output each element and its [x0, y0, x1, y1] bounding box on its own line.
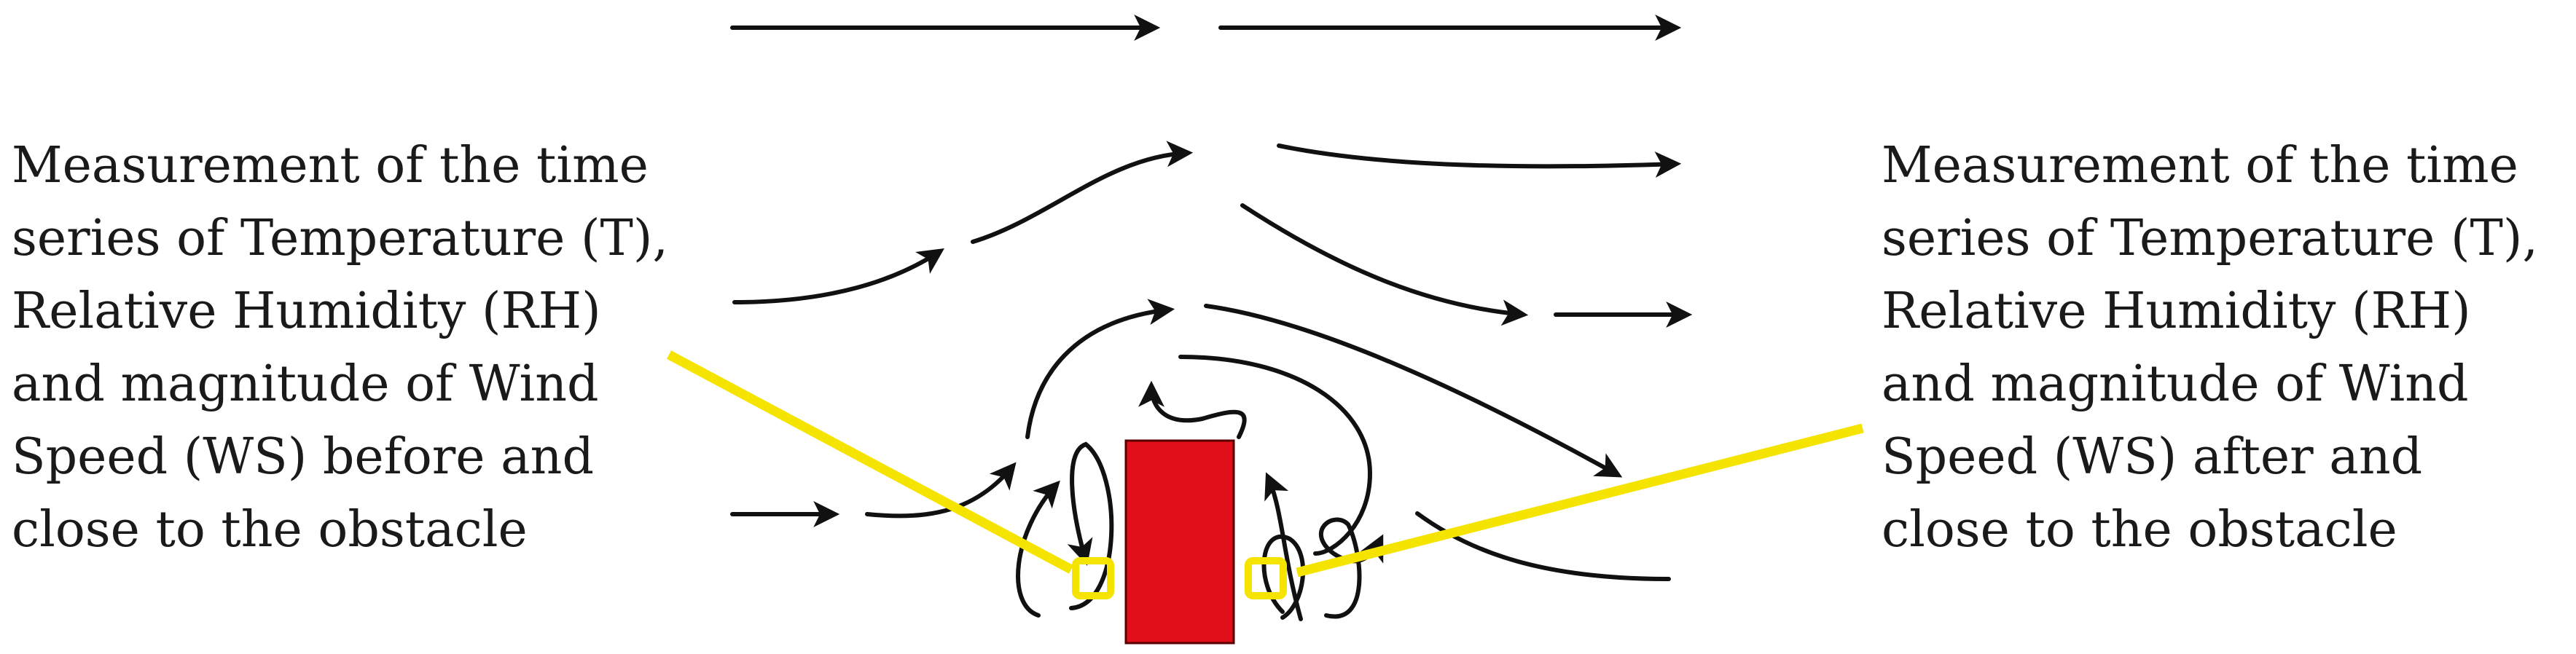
annotation-line: Measurement of the time: [1882, 137, 2518, 194]
streamline-wake: [1415, 511, 1671, 581]
annotation-line: close to the obstacle: [1882, 501, 2397, 559]
streamline-rising-upper: [971, 141, 1194, 244]
streamline-descending: [1240, 203, 1529, 326]
vortex-left-inner: [1067, 441, 1114, 610]
annotation-after-obstacle: Measurement of the time series of Temper…: [1882, 130, 2538, 567]
pointer-line-after: [1296, 423, 1864, 578]
streamline-arc-left: [1025, 299, 1175, 439]
annotation-line: series of Temperature (T),: [1882, 210, 2538, 267]
streamline-arc-over: [1204, 304, 1623, 478]
streamline-left-rising: [732, 248, 944, 304]
streamline-above-obstacle: [1138, 380, 1247, 439]
vortex-right-inner: [1261, 535, 1306, 620]
annotation-line: series of Temperature (T),: [12, 210, 668, 267]
annotation-before-obstacle: Measurement of the time series of Temper…: [12, 130, 668, 567]
annotation-line: Speed (WS) before and: [12, 428, 594, 486]
streamline-arc-right-loop: [1178, 355, 1373, 556]
annotation-line: Relative Humidity (RH): [12, 283, 601, 340]
vortex-right-upward: [1264, 472, 1303, 621]
obstacle-block: [1124, 439, 1235, 645]
sensor-after-obstacle: [1245, 557, 1287, 599]
annotation-line: and magnitude of Wind: [12, 355, 599, 413]
vortex-left-outer: [1016, 480, 1060, 618]
sensor-before-obstacle: [1072, 557, 1114, 599]
annotation-line: Measurement of the time: [12, 137, 649, 194]
annotation-line: Speed (WS) after and: [1882, 428, 2423, 486]
streamline-upper-right: [1277, 143, 1682, 178]
annotation-line: Relative Humidity (RH): [1882, 283, 2471, 340]
annotation-line: close to the obstacle: [12, 501, 528, 559]
pointer-line-before: [666, 350, 1074, 574]
annotation-line: and magnitude of Wind: [1882, 355, 2469, 413]
